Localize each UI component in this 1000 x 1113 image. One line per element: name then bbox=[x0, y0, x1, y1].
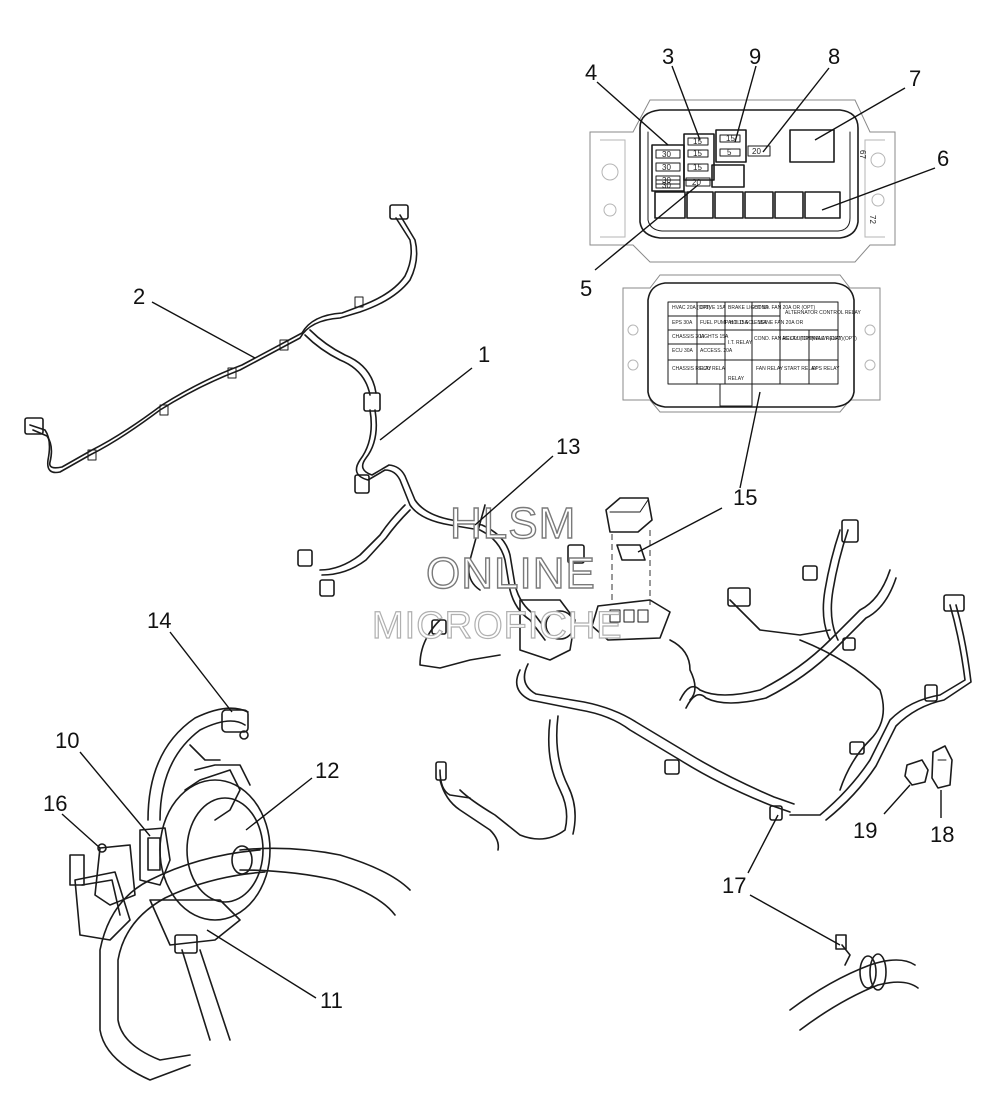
cover-cell-engine-fan: ENGINE FAN 20A OR bbox=[754, 320, 804, 326]
callout-13: 13 bbox=[556, 434, 580, 459]
callout-1: 1 bbox=[478, 342, 490, 367]
cover-cell-ecu-relay: ECU RELA bbox=[700, 366, 726, 372]
callout-15: 15 bbox=[733, 485, 757, 510]
callout-4: 4 bbox=[585, 60, 597, 85]
callout-8: 8 bbox=[828, 44, 840, 69]
cover-cell-ecu: ECU 30A bbox=[672, 348, 694, 354]
cover-cell-access: ACCESS. 20A bbox=[700, 348, 733, 354]
callout-16: 16 bbox=[43, 791, 67, 816]
fuse-20-b: 20 bbox=[752, 147, 761, 156]
fuse-20-a: 20 bbox=[692, 178, 701, 187]
cover-cell-fan-relay: FAN RELAY bbox=[756, 366, 784, 372]
cover-cell-hvac-relay: HVAC RELAY (OPT) bbox=[811, 336, 857, 342]
main-harness bbox=[435, 519, 972, 851]
side-number-72: 72 bbox=[868, 215, 877, 224]
cover-cell-eps-relay: EPS RELAY bbox=[812, 366, 840, 372]
watermark-microfiche: MICROFICHE bbox=[372, 605, 623, 647]
fuse-30-d: 30 bbox=[662, 181, 671, 190]
detail-view bbox=[69, 707, 411, 1081]
callout-2: 2 bbox=[133, 284, 145, 309]
cover-cell-eps: EPS 30A bbox=[672, 320, 693, 326]
side-number-67: 67 bbox=[858, 150, 867, 159]
fuse-15-d: 15 bbox=[726, 134, 735, 143]
watermark: HLSM ONLINE MICROFICHE bbox=[371, 498, 623, 647]
cover-cell-chassis: CHASSIS 30A bbox=[672, 334, 705, 340]
cover-cell-alt: ALT. 15A bbox=[728, 320, 749, 326]
cover-cell-it-relay: I.T. RELAY bbox=[728, 340, 753, 346]
fuse-15-b: 15 bbox=[693, 149, 702, 158]
callout-18: 18 bbox=[930, 822, 954, 847]
callout-10: 10 bbox=[55, 728, 79, 753]
harness-2 bbox=[24, 204, 418, 474]
callout-11: 11 bbox=[320, 988, 343, 1013]
fuse-5: 5 bbox=[727, 148, 732, 157]
fuse-box-base: 67 72 30 30 30 30 15 15 15 20 15 5 20 bbox=[589, 99, 896, 263]
connector-19 bbox=[904, 759, 929, 786]
fuse-15-a: 15 bbox=[693, 137, 702, 146]
cover-cell-fuel-pump: FUEL PUMP HOLD SOL. 15A bbox=[700, 320, 767, 326]
callouts: 1 2 3 4 5 6 7 8 9 10 11 12 13 14 15 16 bbox=[43, 44, 954, 1013]
callout-7: 7 bbox=[909, 66, 921, 91]
callout-12: 12 bbox=[315, 758, 339, 783]
connector-18 bbox=[931, 745, 953, 789]
fuse-box-cover: HVAC 20A (OPT) DRIVE 15A BRAKE LIGHT 5A … bbox=[622, 274, 881, 413]
watermark-hlsm: HLSM bbox=[450, 499, 576, 548]
callout-5: 5 bbox=[580, 276, 592, 301]
callout-19: 19 bbox=[853, 818, 877, 843]
callout-17: 17 bbox=[722, 873, 746, 898]
cover-cell-hvac: HVAC 20A (OPT) bbox=[672, 305, 711, 311]
fuse-15-c: 15 bbox=[693, 163, 702, 172]
cover-cell-cond-fan-relay: COND. FAN RELAY (OPT) bbox=[754, 336, 814, 342]
cover-cell-chassis-relay: CHASSIS RELAY bbox=[672, 366, 712, 372]
harness-1 bbox=[297, 409, 585, 669]
cover-cell-cond-fan: COND. FAN 20A OR (OPT) bbox=[754, 305, 815, 311]
callout-14: 14 bbox=[147, 608, 171, 633]
cover-cell-lights: LIGHTS 15A bbox=[700, 334, 729, 340]
cover-cell-drive: DRIVE 15A bbox=[700, 305, 726, 311]
fuse-30-a: 30 bbox=[662, 150, 671, 159]
watermark-online: ONLINE bbox=[426, 549, 596, 598]
fuse-30-b: 30 bbox=[662, 163, 671, 172]
cover-cell-alternator-relay: ALTERNATOR CONTROL RELAY bbox=[785, 310, 862, 316]
cover-cell-ac-clutch-relay: AC CLUTCH RELAY (OPT) bbox=[782, 336, 843, 342]
cover-cell-brake-light: BRAKE LIGHT 5A bbox=[728, 305, 769, 311]
callout-9: 9 bbox=[749, 44, 761, 69]
cover-cell-relay: RELAY bbox=[728, 376, 745, 382]
callout-3: 3 bbox=[662, 44, 674, 69]
clamp-detail bbox=[789, 934, 919, 1031]
cover-cell-start-relay: START RELAY bbox=[784, 366, 818, 372]
relay-box bbox=[519, 497, 696, 701]
callout-6: 6 bbox=[937, 146, 949, 171]
